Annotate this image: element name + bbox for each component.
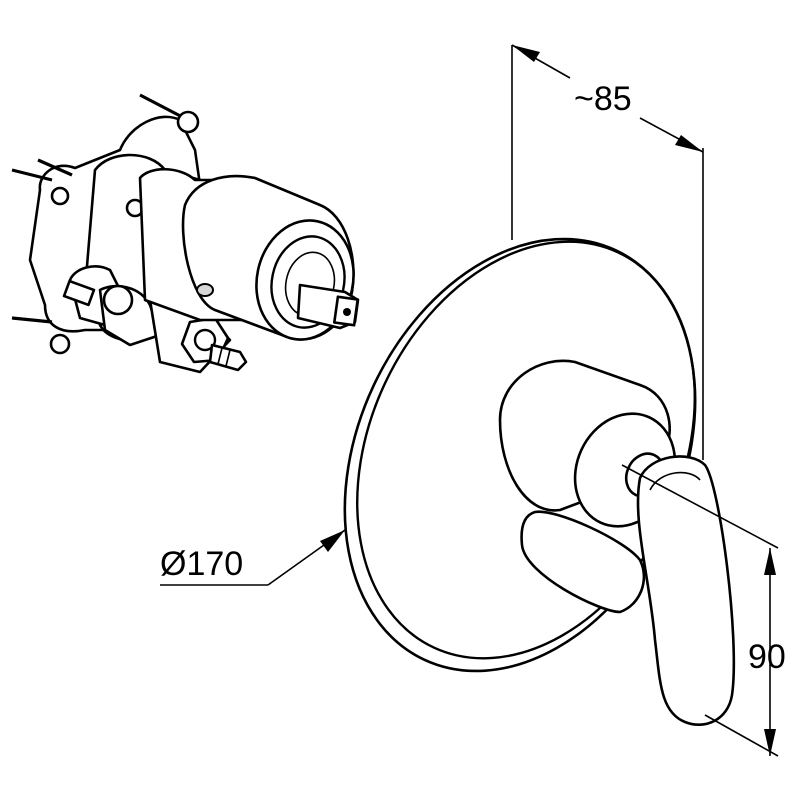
concealed-valve-body <box>11 93 360 374</box>
dimension-diameter: Ø170 <box>160 529 346 586</box>
height-dimension-label: 90 <box>748 638 786 676</box>
mounting-studs <box>11 93 200 355</box>
dimension-depth: ~85 <box>511 44 704 460</box>
dimension-height: 90 <box>621 464 786 757</box>
inlet-connection <box>148 298 248 374</box>
depth-dimension-label: ~85 <box>574 80 632 118</box>
diverter-knob <box>520 510 646 614</box>
trim-assembly <box>343 237 736 726</box>
diameter-dimension-label: Ø170 <box>160 545 243 583</box>
lever-handle <box>636 455 736 726</box>
square-spindle <box>296 283 360 330</box>
